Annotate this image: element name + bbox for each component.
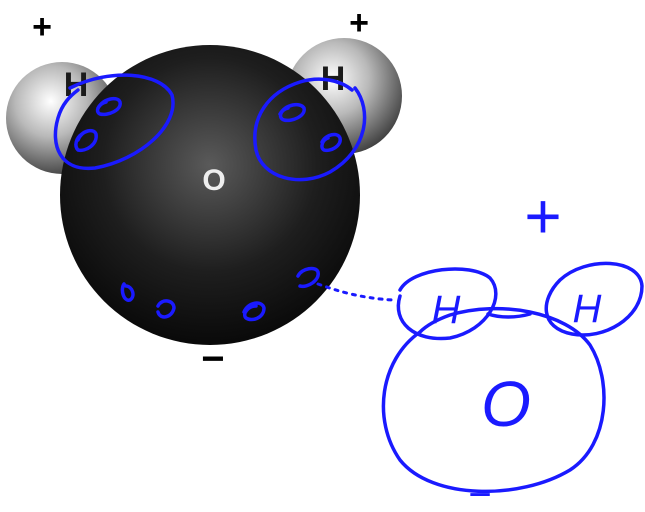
ink-plus-label: + <box>523 180 560 252</box>
ink-minus-label: − <box>468 473 491 512</box>
oxygen-label: O <box>202 164 225 197</box>
ink-electron <box>74 128 98 153</box>
ink-second-oxygen-circle <box>381 306 606 494</box>
ink-electron <box>278 102 306 123</box>
space-filling-model: H H O + + − <box>6 4 402 381</box>
ink-h-left-label: H <box>432 288 461 332</box>
ink-second-hydrogen-left-circle <box>396 267 498 341</box>
ink-electron <box>120 282 135 302</box>
ink-h-right-label: H <box>573 287 602 331</box>
ink-annotations <box>53 73 644 494</box>
ink-labels: H H O + − <box>432 180 602 512</box>
ink-o-label: O <box>481 368 531 440</box>
partial-negative: − <box>201 337 224 381</box>
ink-electron <box>95 96 122 117</box>
ink-loop-right-bond <box>253 77 367 182</box>
ink-hydrogen-bond <box>316 282 394 302</box>
ink-second-hydrogen-right-circle <box>544 261 644 337</box>
ink-connector <box>486 312 532 319</box>
ink-electron <box>296 266 320 289</box>
ink-loop-left-bond <box>53 73 175 171</box>
ink-electron <box>320 132 342 153</box>
partial-positive-right: + <box>349 4 369 42</box>
partial-positive-left: + <box>32 8 52 46</box>
ink-electron <box>242 301 266 322</box>
ink-electron <box>156 299 176 319</box>
